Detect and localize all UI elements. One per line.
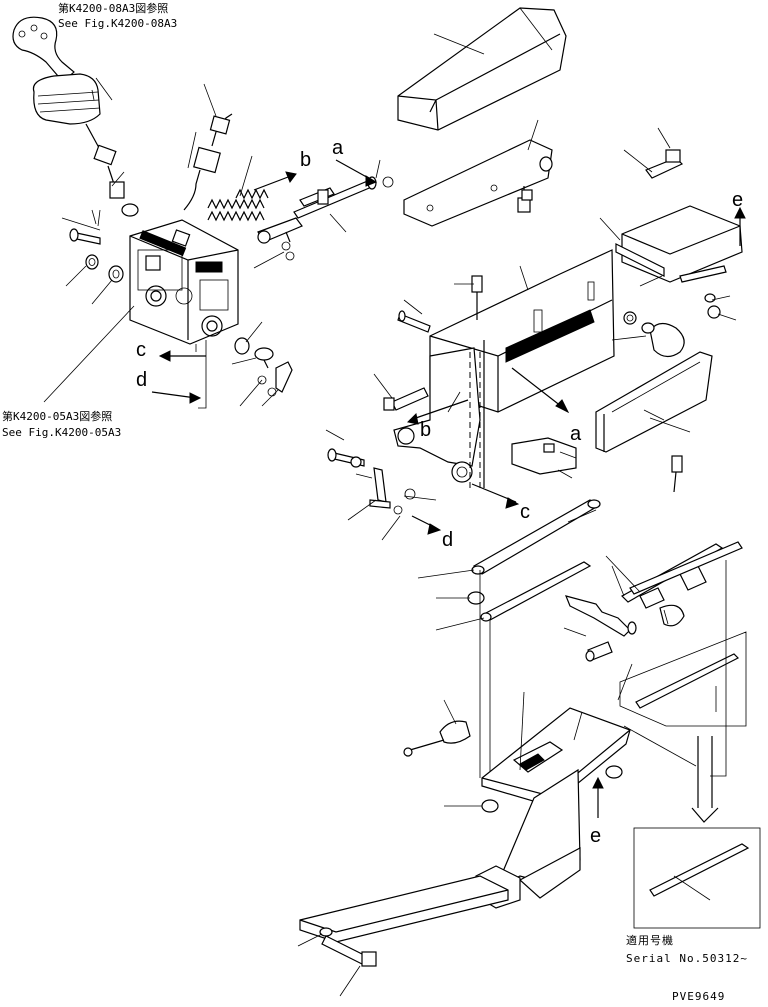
- serial-note-jp: 適用号機: [626, 933, 674, 947]
- reference-top-en: See Fig.K4200-08A3: [58, 17, 177, 30]
- label-c-right: c: [520, 501, 530, 523]
- label-d-left: d: [136, 369, 147, 391]
- label-e-bottom: e: [590, 825, 601, 847]
- annotations: 第K4200-08A3図参照 See Fig.K4200-08A3 第K4200…: [2, 1, 748, 1003]
- control-lever-assembly: [12, 16, 394, 397]
- console-frame: [383, 7, 743, 493]
- lower-assembly: [299, 499, 743, 967]
- label-a-left: a: [332, 137, 344, 159]
- label-c-left: c: [136, 339, 146, 361]
- label-e-top: e: [732, 189, 743, 211]
- connection-arrows-left: [151, 159, 378, 409]
- label-d-right: d: [442, 529, 453, 551]
- leader-lines-left: [43, 77, 381, 407]
- reference-top-jp: 第K4200-08A3図参照: [58, 1, 168, 15]
- drawing-code: PVE9649: [672, 990, 725, 1003]
- label-b-left: b: [300, 149, 311, 171]
- serial-note-en: Serial No.50312~: [626, 952, 748, 965]
- label-b-right: b: [420, 419, 431, 441]
- inset-detail: [619, 560, 761, 929]
- lower-pins: [327, 448, 442, 535]
- label-a-right: a: [570, 423, 582, 445]
- leader-lines-right: [297, 33, 737, 997]
- connection-arrows-right: [406, 206, 746, 818]
- reference-mid-jp: 第K4200-05A3図参照: [2, 409, 112, 423]
- reference-mid-en: See Fig.K4200-05A3: [2, 426, 121, 439]
